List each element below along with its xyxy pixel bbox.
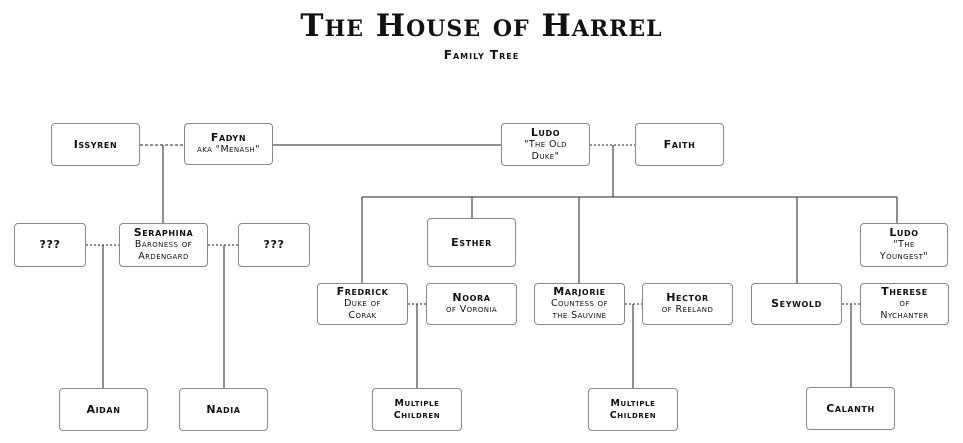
person-title: Baroness of — [134, 239, 193, 250]
multiple-children-fredrick-noora: Multiple Children — [372, 388, 462, 431]
person-name: Ludo — [889, 226, 919, 239]
person-epithet: Youngest" — [879, 251, 929, 262]
person-name: Therese — [881, 285, 928, 298]
children-label: Children — [609, 409, 657, 421]
person-name: Calanth — [826, 401, 875, 415]
person-hector: Hector of Reeland — [642, 283, 733, 325]
person-name: Noora — [452, 291, 491, 304]
children-label: Multiple — [610, 397, 656, 409]
children-label: Children — [393, 409, 441, 421]
person-unknown-right: ??? — [238, 223, 310, 267]
person-marjorie: Marjorie Countess of the Sauvine — [534, 283, 625, 325]
person-title: of Reeland — [661, 304, 714, 315]
person-epithet: Duke" — [531, 150, 560, 162]
person-name: Faith — [663, 137, 696, 151]
person-name: Aidan — [86, 402, 121, 416]
person-title: of — [899, 298, 910, 309]
person-name: Seraphina — [133, 226, 194, 239]
children-label: Multiple — [394, 397, 440, 409]
person-name: Esther — [451, 235, 492, 249]
person-name: Nadia — [206, 402, 241, 416]
person-esther: Esther — [427, 218, 516, 267]
person-noora: Noora of Voronia — [426, 283, 517, 325]
person-title: Corak — [348, 310, 377, 321]
person-name: ??? — [263, 238, 285, 251]
person-ludo-the-old-duke: Ludo "The Old Duke" — [501, 123, 590, 166]
person-title: Duke of — [344, 298, 381, 309]
person-issyren: Issyren — [51, 123, 140, 166]
person-name: Ludo — [530, 125, 561, 139]
person-title: of Voronia — [445, 304, 498, 315]
person-name: Marjorie — [553, 285, 606, 298]
person-title: Nychanter — [880, 310, 929, 321]
person-ludo-the-youngest: Ludo "The Youngest" — [860, 223, 948, 267]
person-calanth: Calanth — [806, 387, 895, 430]
person-therese: Therese of Nychanter — [860, 283, 949, 325]
person-aidan: Aidan — [59, 388, 148, 431]
person-title: the Sauvine — [552, 310, 607, 321]
diagram-subtitle: Family Tree — [443, 48, 520, 62]
multiple-children-marjorie-hector: Multiple Children — [588, 388, 678, 431]
person-title: Countess of — [550, 298, 609, 309]
person-seywold: Seywold — [751, 283, 842, 325]
person-epithet: aka "Menash" — [197, 144, 260, 155]
person-name: Hector — [666, 291, 709, 304]
person-faith: Faith — [635, 123, 724, 166]
person-name: Fredrick — [336, 285, 389, 298]
person-unknown-left: ??? — [14, 223, 86, 267]
person-name: Issyren — [73, 137, 118, 151]
person-epithet: "The — [893, 239, 915, 250]
person-fredrick: Fredrick Duke of Corak — [317, 283, 408, 325]
person-nadia: Nadia — [179, 388, 268, 431]
person-name: Seywold — [771, 297, 822, 310]
person-title: Ardengard — [138, 251, 189, 262]
person-seraphina: Seraphina Baroness of Ardengard — [119, 223, 208, 267]
person-fadyn: Fadyn aka "Menash" — [184, 123, 273, 165]
person-epithet: "The Old — [524, 138, 567, 150]
diagram-title: The House of Harrel — [300, 8, 663, 44]
person-name: Fadyn — [210, 131, 247, 144]
person-name: ??? — [39, 238, 61, 251]
